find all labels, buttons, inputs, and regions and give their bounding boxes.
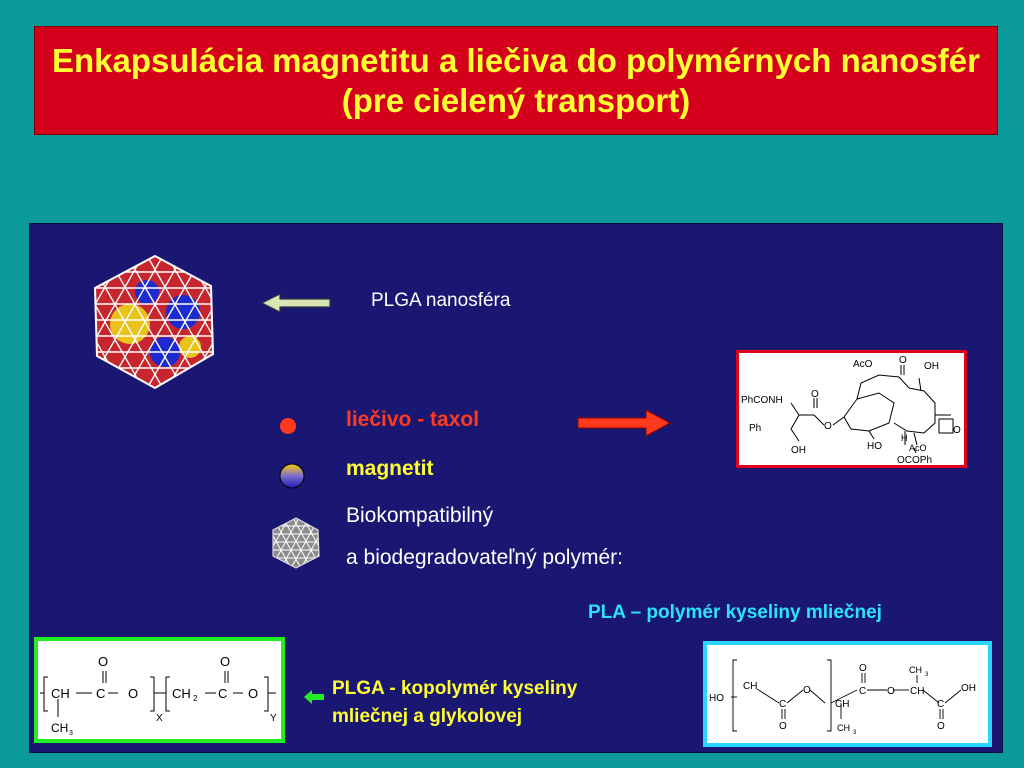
taxol-o-ring: O bbox=[953, 425, 961, 436]
title-banner: Enkapsulácia magnetitu a liečiva do poly… bbox=[34, 26, 998, 135]
pla-c-a: C bbox=[779, 699, 786, 710]
pla-ch-b: CH bbox=[835, 699, 849, 710]
pla-sub3-b: 3 bbox=[853, 730, 857, 736]
pla-o-a: O bbox=[779, 721, 787, 732]
pla-ch-c: CH bbox=[910, 686, 924, 697]
taxol-o-link: O bbox=[824, 421, 832, 432]
pla-sub3-top: 3 bbox=[925, 672, 929, 678]
content-panel: PLGA nanosféra liečivo - taxol magnetit bbox=[29, 223, 1003, 753]
taxol-ocoph: OCOPh bbox=[897, 455, 932, 465]
taxol-oh-bottom: OH bbox=[791, 445, 806, 456]
plga-line1: PLGA - kopolymér kyseliny bbox=[332, 678, 578, 699]
pla-o-c: O bbox=[937, 721, 945, 732]
slide-title: Enkapsulácia magnetitu a liečiva do poly… bbox=[52, 41, 980, 119]
magnetite-label: magnetit bbox=[346, 457, 434, 480]
red-drug-dot-icon bbox=[280, 418, 296, 434]
pla-o-b: O bbox=[859, 663, 867, 674]
taxol-structure-box: AcO O OH PhCONH Ph O O OH HO H AcO O OCO… bbox=[736, 350, 967, 468]
plga-y: Y bbox=[270, 713, 277, 724]
plga-c1: C bbox=[96, 686, 105, 701]
pla-ch3-b: CH bbox=[837, 723, 850, 733]
plga-c2: C bbox=[218, 686, 227, 701]
pla-ch3-top: CH bbox=[909, 665, 922, 675]
pla-c-b: C bbox=[859, 686, 866, 697]
taxol-oh-top: OH bbox=[924, 361, 939, 372]
pla-oh: OH bbox=[961, 683, 976, 694]
pla-structure-box: HO CH C O O CH CH 3 C O O CH 3 CH C O OH bbox=[703, 641, 992, 747]
plga-ch2: CH bbox=[172, 686, 191, 701]
taxol-aco-bottom: AcO bbox=[909, 443, 927, 453]
nanosphere-label: PLGA nanosféra bbox=[371, 290, 511, 311]
pla-o-bra: O bbox=[803, 685, 811, 696]
plga-structure-diagram: O CH C O X CH 2 O C O Y CH 3 bbox=[40, 654, 277, 737]
plga-o-b1: O bbox=[128, 686, 138, 701]
plga-o2: O bbox=[220, 654, 230, 669]
taxol-aco-top: AcO bbox=[853, 359, 873, 370]
pla-label: PLA – polymér kyseliny mliečnej bbox=[588, 602, 882, 623]
plga-sub2: 2 bbox=[193, 694, 198, 703]
plga-line2: mliečnej a glykolovej bbox=[332, 706, 523, 727]
taxol-h: H bbox=[901, 433, 908, 443]
pla-ch-a: CH bbox=[743, 681, 757, 692]
plga-ch: CH bbox=[51, 686, 70, 701]
pla-c-c: C bbox=[937, 699, 944, 710]
pla-structure-diagram: HO CH C O O CH CH 3 C O O CH 3 CH C O OH bbox=[709, 659, 976, 736]
pla-ho: HO bbox=[709, 693, 724, 704]
plga-sub3: 3 bbox=[69, 730, 73, 737]
polymer-line1: Biokompatibilný bbox=[346, 504, 494, 527]
drug-label: liečivo - taxol bbox=[346, 408, 480, 431]
plga-o1: O bbox=[98, 654, 108, 669]
magnetite-sphere-icon bbox=[279, 463, 305, 489]
pla-o-link: O bbox=[887, 686, 895, 697]
right-arrow-icon bbox=[577, 409, 672, 437]
plga-o-b2: O bbox=[248, 686, 258, 701]
small-nanosphere-icon bbox=[272, 517, 320, 569]
plga-structure-box: O CH C O X CH 2 O C O Y CH 3 bbox=[34, 637, 285, 743]
left-arrow-icon bbox=[260, 293, 331, 313]
plga-ch3: CH bbox=[51, 721, 68, 735]
plga-x: X bbox=[156, 713, 163, 724]
geodesic-nanosphere-icon bbox=[93, 254, 215, 390]
taxol-o-ester: O bbox=[811, 389, 819, 400]
taxol-ph: Ph bbox=[749, 423, 761, 434]
taxol-structure-diagram: AcO O OH PhCONH Ph O O OH HO H AcO O OCO… bbox=[741, 355, 961, 466]
taxol-ho: HO bbox=[867, 441, 882, 452]
green-arrow-icon bbox=[304, 690, 324, 704]
taxol-phconh: PhCONH bbox=[741, 395, 783, 406]
polymer-line2: a biodegradovateľný polymér: bbox=[346, 546, 623, 569]
taxol-o-top: O bbox=[899, 355, 907, 366]
